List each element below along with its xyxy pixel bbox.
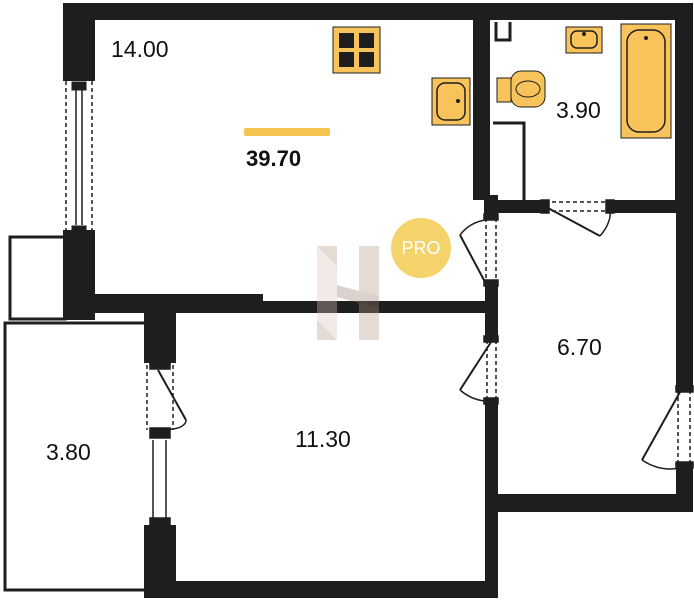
wall-hall-bottom (498, 494, 693, 512)
wall-hall-right-upper (676, 213, 693, 389)
wall-kitchen-bath-lower (484, 195, 498, 217)
pro-badge: PRO (391, 218, 451, 278)
wall-kitchen-bedroom-right (263, 301, 485, 313)
wall-hall-left-1 (485, 280, 498, 340)
wall-bath-hall-right (610, 200, 693, 213)
room-area-hallway: 6.70 (557, 334, 602, 360)
loggia-floor (8, 325, 144, 588)
wall-bedroom-bottom (144, 581, 498, 598)
balconies (3, 235, 145, 592)
stove-icon (332, 26, 381, 74)
room-area-loggia: 3.80 (46, 439, 91, 465)
bathroom-partition (493, 22, 526, 200)
bathroom-sink-icon (565, 26, 603, 54)
wall-kitchen-bath (473, 20, 490, 200)
kitchen-sink-icon (431, 77, 471, 126)
door-icon (641, 385, 694, 470)
wall-left-lower (63, 230, 95, 320)
door-icon (540, 199, 615, 237)
room-area-kitchen-living: 14.00 (111, 36, 169, 62)
toilet-icon (496, 70, 546, 108)
wall-kitchen-bedroom-left (95, 294, 263, 313)
wall-bath-hall (498, 200, 545, 213)
wall-left-upper (63, 3, 95, 81)
loggia-outline (3, 321, 145, 592)
wall-hall-left-2 (485, 400, 498, 590)
wall-loggia-bedroom-lower (144, 525, 176, 598)
wall-right-upper (675, 3, 693, 213)
wall-top (63, 3, 693, 20)
wall-bedroom-left-stub (160, 313, 176, 333)
bedroom-floor (176, 313, 485, 581)
total-area-bar (244, 128, 330, 136)
walls (63, 3, 693, 598)
bathtub-icon (620, 23, 672, 139)
room-area-bathroom: 3.90 (556, 97, 601, 123)
total-area-value: 39.70 (246, 146, 302, 171)
watermark-logo (317, 246, 379, 340)
room-area-bedroom: 11.30 (295, 426, 351, 452)
door-icon (146, 362, 187, 527)
hallway-floor (498, 213, 676, 466)
door-icon (459, 335, 499, 405)
window-icon (65, 81, 93, 235)
door-icon (459, 213, 499, 287)
balcony-small (8, 235, 67, 321)
